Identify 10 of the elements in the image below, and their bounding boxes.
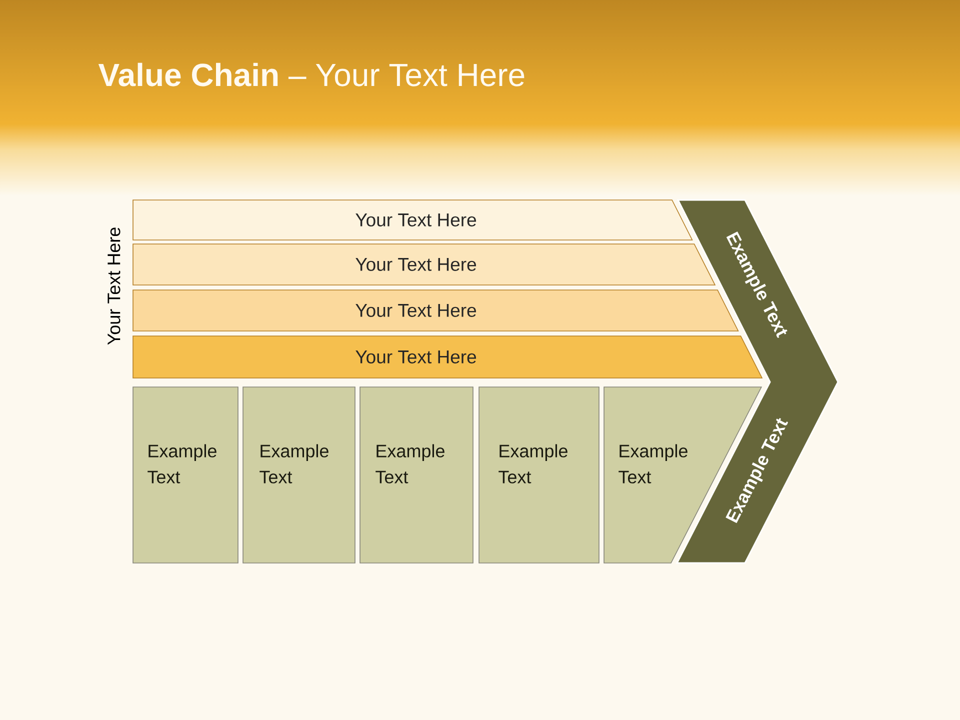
process-band: Your Text Here bbox=[132, 290, 739, 332]
process-band: Your Text Here bbox=[132, 244, 716, 286]
activity-box: Example Text bbox=[242, 386, 356, 564]
activity-box: Example Text bbox=[132, 386, 238, 564]
activity-box: Example Text bbox=[478, 386, 600, 564]
side-label: Your Text Here bbox=[108, 228, 120, 345]
activity-box: Example Text bbox=[360, 386, 474, 564]
process-band: Your Text Here bbox=[132, 200, 693, 240]
process-band: Your Text Here bbox=[132, 336, 763, 378]
title: Value Chain – Your Text Here bbox=[98, 62, 524, 86]
